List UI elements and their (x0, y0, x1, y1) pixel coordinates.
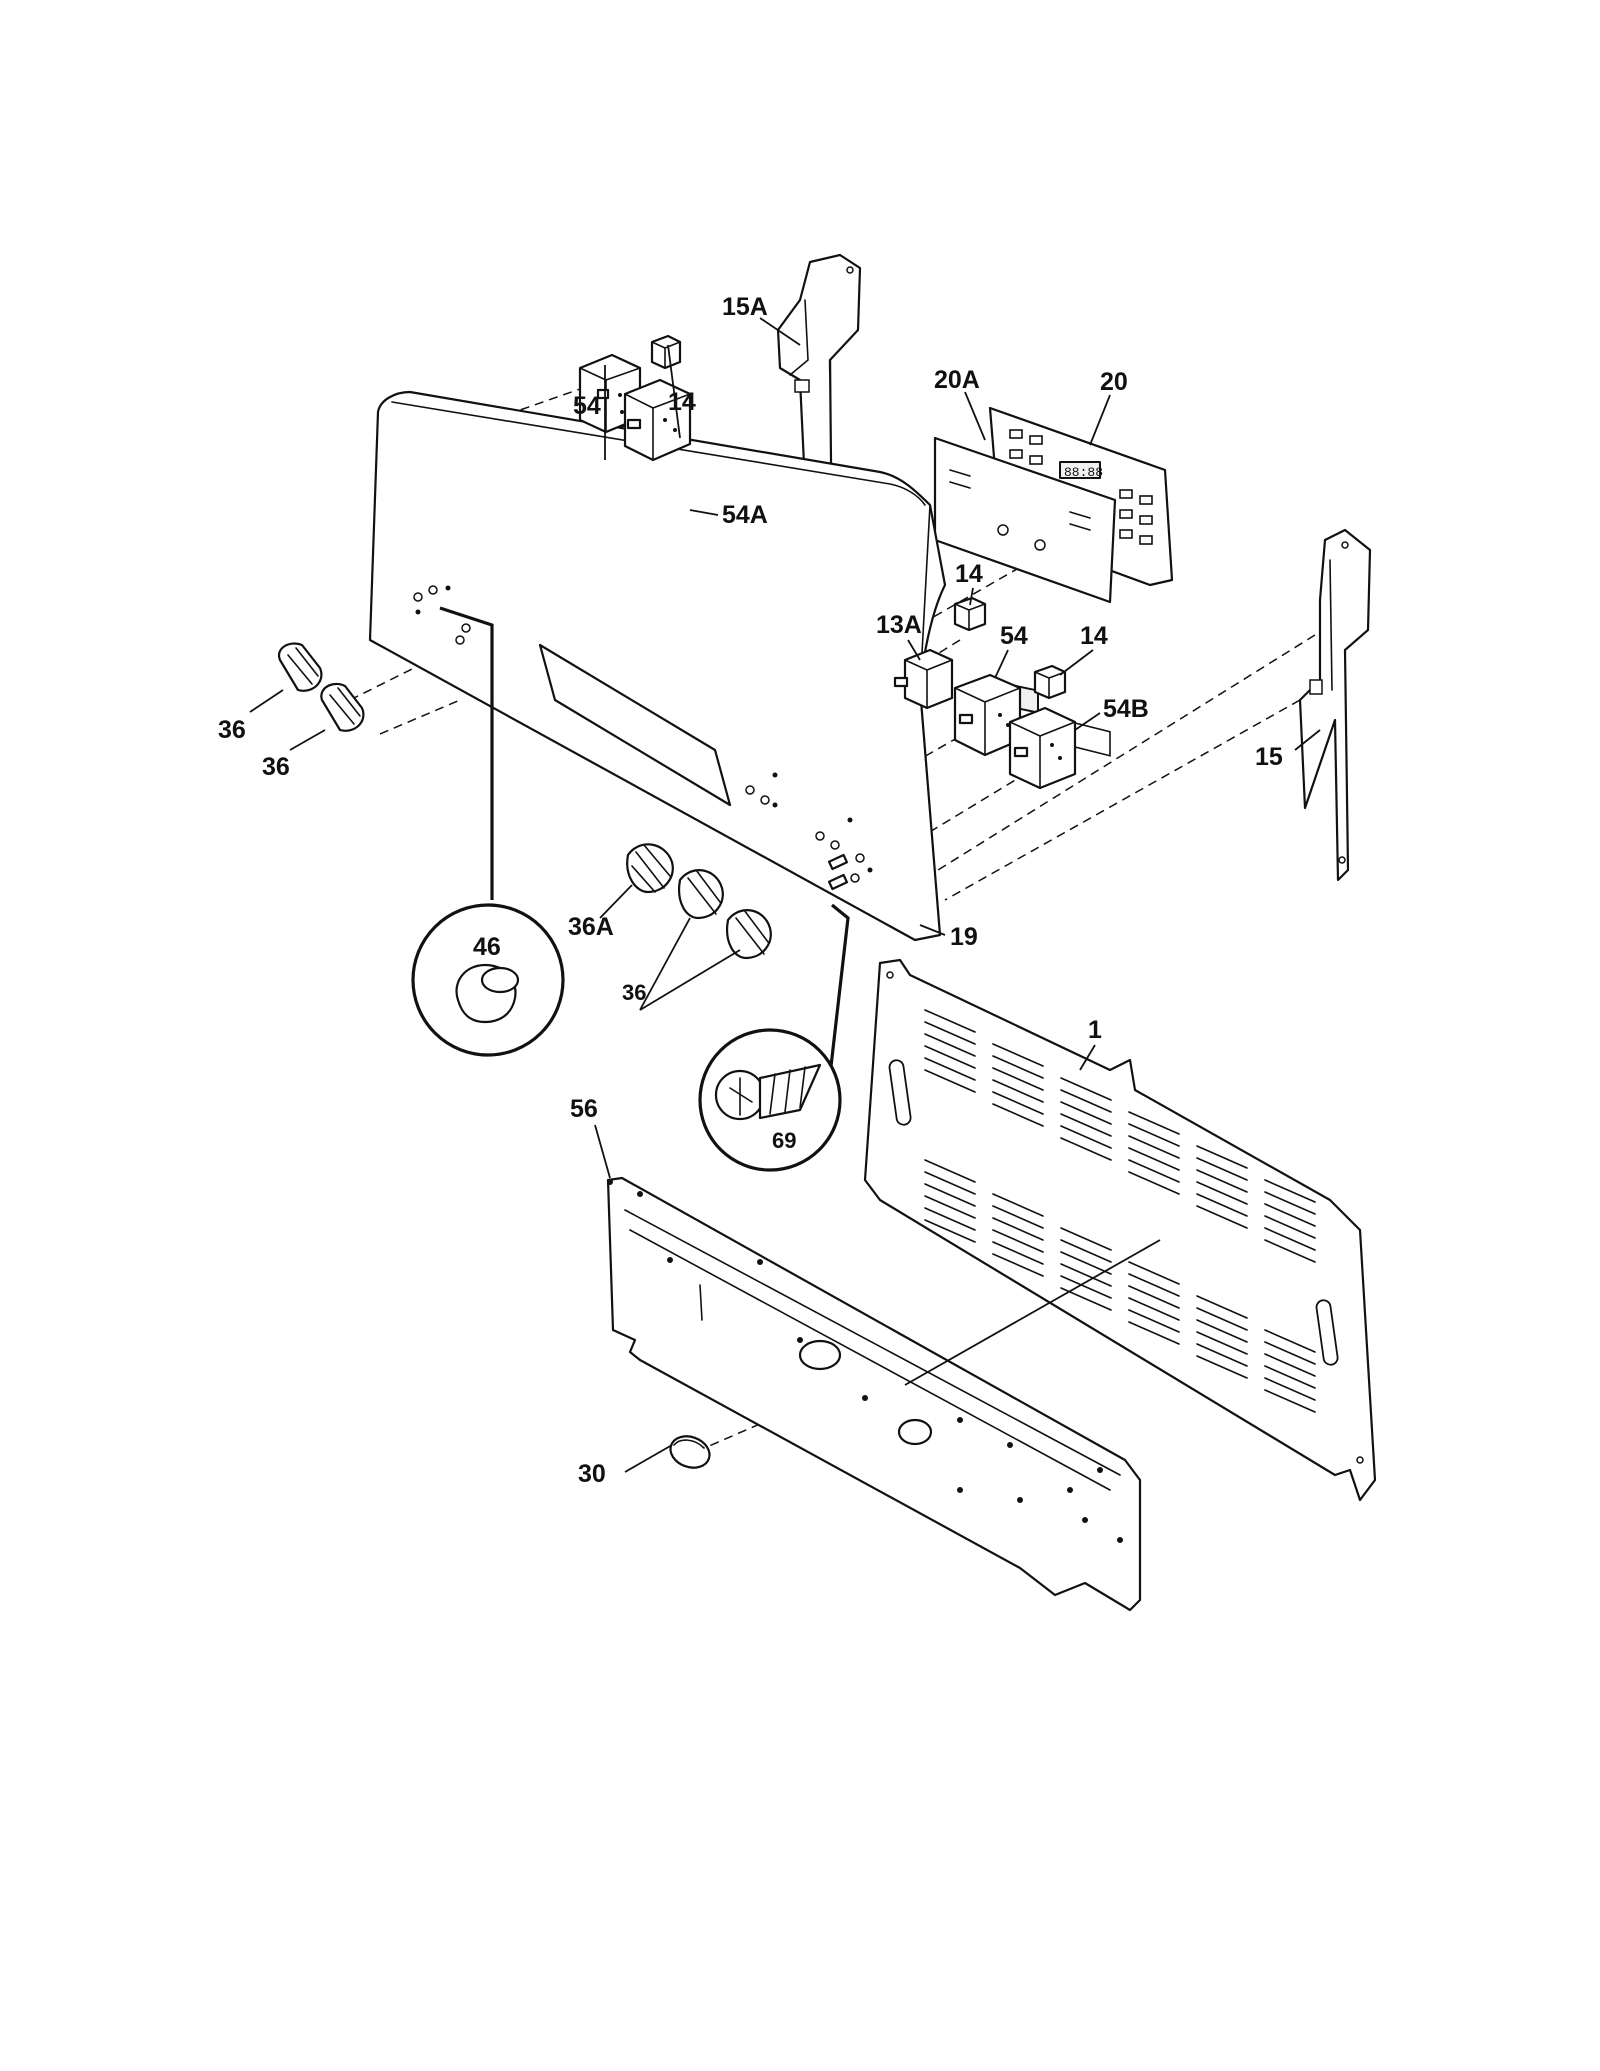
part-54B-switch (1008, 706, 1077, 790)
callout-13A: 13A (876, 611, 922, 639)
callout-36-c: 36 (622, 980, 646, 1005)
callout-14-top: 14 (668, 388, 696, 416)
callout-69: 69 (772, 1128, 796, 1153)
callout-15A: 15A (722, 293, 768, 321)
callout-36A: 36A (568, 913, 614, 941)
svg-text:88:88: 88:88 (1064, 465, 1103, 480)
part-36-knob-right-upper (678, 869, 724, 920)
part-36-knob-right-lower (726, 909, 772, 960)
board-display: 88:88 (1059, 461, 1103, 480)
part-54A-switch (623, 378, 692, 462)
part-13A-switch (893, 648, 954, 710)
callout-1: 1 (1088, 1016, 1102, 1044)
callout-19: 19 (950, 923, 978, 951)
part-14-top-switch (650, 334, 682, 370)
part-30-plug (669, 1435, 711, 1469)
part-54-mid-switch (953, 673, 1022, 757)
callout-14-mid: 14 (955, 560, 983, 588)
part-36-knob-left-lower (320, 682, 365, 732)
callout-14-right: 14 (1080, 622, 1108, 650)
part-14-right-switch (1033, 664, 1067, 700)
part-1-vented-rear-panel (863, 958, 1377, 1502)
part-56-lower-panel (606, 1176, 1142, 1612)
callout-20: 20 (1100, 368, 1128, 396)
inset-69-screw-detail (698, 903, 850, 1172)
part-36A-knob (626, 843, 674, 894)
panel-holes (607, 1179, 1123, 1543)
console-holes (413, 585, 873, 883)
part-19-control-console (368, 390, 947, 942)
callout-56: 56 (570, 1095, 598, 1123)
callout-54-mid: 54 (1000, 622, 1028, 650)
callout-30: 30 (578, 1460, 606, 1488)
part-36-knob-left-upper (277, 642, 323, 692)
inset-46-knob-detail (411, 606, 565, 1057)
part-15-side-bracket (1298, 528, 1372, 882)
callout-54B: 54B (1103, 695, 1149, 723)
callout-54A: 54A (722, 501, 768, 529)
callout-15: 15 (1255, 743, 1283, 771)
callout-54-top: 54 (573, 392, 601, 420)
vent-louvers (924, 1009, 1316, 1413)
callout-leader-lines (249, 317, 1321, 1473)
callout-20A: 20A (934, 366, 980, 394)
callout-labels: 15A 20A 20 54 14 54A 14 13A 54 14 54B 15… (218, 293, 1283, 1488)
callout-36-a: 36 (218, 716, 246, 744)
callout-36-b: 36 (262, 753, 290, 781)
console-screws (827, 853, 849, 891)
callout-46: 46 (473, 933, 501, 961)
part-14-mid-switch (953, 596, 987, 632)
